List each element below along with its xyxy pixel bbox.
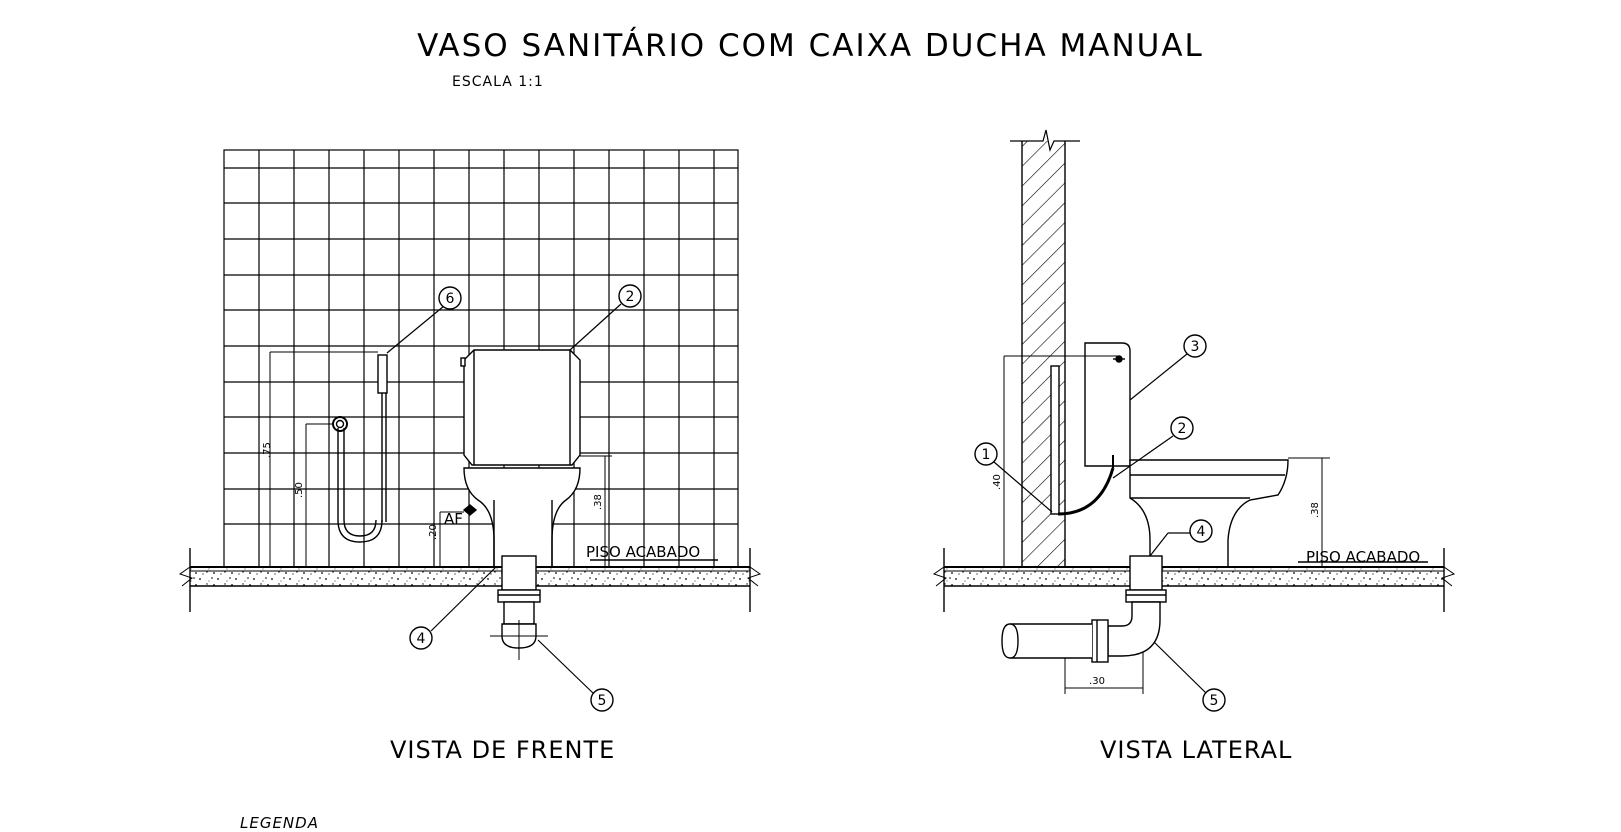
drain-pipe-side <box>1001 555 1167 663</box>
callout-1: 1 <box>982 447 991 463</box>
callout-front-4: 4 <box>417 631 426 647</box>
side-view-label: VISTA LATERAL <box>1100 736 1293 764</box>
side-floor-label: PISO ACABADO <box>1306 548 1420 566</box>
callout-side-5: 5 <box>1210 693 1219 709</box>
af-label: AF <box>444 510 463 528</box>
hand-shower <box>332 354 388 543</box>
callout-6: 6 <box>446 291 455 307</box>
dim-side-38: .38 <box>1310 502 1321 518</box>
front-floor-label: PISO ACABADO <box>586 543 700 561</box>
front-texts: PISO ACABADO AF .75 .50 .20 .38 <box>262 442 700 561</box>
callout-front-5: 5 <box>598 693 607 709</box>
supply-pipe-side <box>1050 365 1115 516</box>
front-view-label: VISTA DE FRENTE <box>390 736 616 764</box>
dim-front-75: .75 <box>262 442 273 458</box>
dim-side-40: .40 <box>992 474 1003 490</box>
callout-3: 3 <box>1191 339 1200 355</box>
scale-note: ESCALA 1:1 <box>452 74 544 90</box>
floor-side <box>932 548 1456 612</box>
dim-front-20: .20 <box>428 524 439 540</box>
front-dimensions <box>269 351 612 567</box>
drawing-title: VASO SANITÁRIO COM CAIXA DUCHA MANUAL <box>417 28 1204 64</box>
side-callouts: 3 2 1 4 5 <box>974 334 1226 712</box>
tank-front <box>460 349 581 466</box>
wall-section <box>1010 129 1080 567</box>
bowl-side <box>1129 459 1289 568</box>
bowl-front <box>463 467 581 568</box>
dim-front-38: .38 <box>593 494 604 510</box>
callout-side-4: 4 <box>1197 524 1206 540</box>
floor-front <box>178 548 762 612</box>
front-callouts: 6 2 4 5 <box>409 284 642 712</box>
side-texts: PISO ACABADO .40 .38 .30 <box>992 474 1420 687</box>
front-view <box>178 149 762 695</box>
legend-label: LEGENDA <box>240 814 319 832</box>
af-valve <box>462 504 478 516</box>
side-leaders <box>993 353 1208 695</box>
dim-front-50: .50 <box>294 482 305 498</box>
side-view <box>932 129 1456 695</box>
callout-side-2: 2 <box>1178 421 1187 437</box>
dim-side-30: .30 <box>1089 676 1105 687</box>
tank-side <box>1084 342 1131 467</box>
drain-pipe-front <box>490 555 548 660</box>
callout-front-2: 2 <box>626 289 635 305</box>
